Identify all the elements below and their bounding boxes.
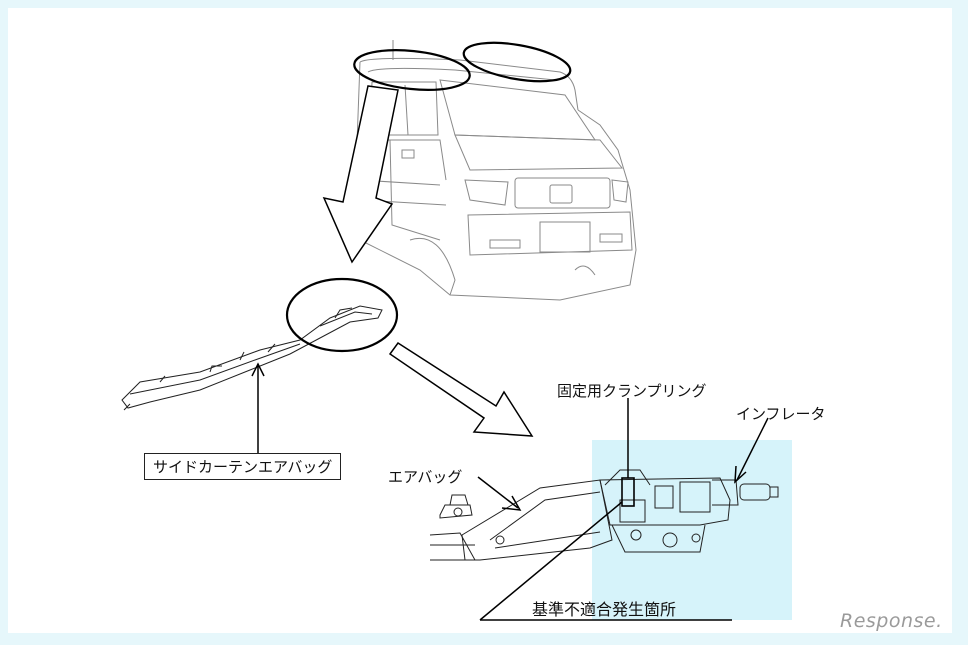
response-watermark: Response. (840, 610, 943, 632)
inflator-leader (736, 417, 769, 481)
roof-ellipse-left (353, 49, 471, 91)
curtain-airbag-illustration (121, 305, 383, 411)
airbag-ellipse (285, 277, 399, 353)
arrow-airbag-to-detail (388, 341, 534, 437)
inflator-highlight (592, 440, 792, 620)
nonconformity-leader (479, 501, 623, 621)
detail-assembly (429, 469, 779, 561)
airbag-label: エアバッグ (388, 468, 463, 486)
van-illustration (355, 40, 637, 301)
inflator-label: インフレータ (736, 405, 826, 423)
diagram-frame (8, 8, 952, 633)
clamp-ring-label: 固定用クランプリング (557, 382, 707, 400)
airbag-leader (477, 476, 519, 509)
side-curtain-airbag-label: サイドカーテンエアバッグ (144, 453, 342, 480)
roof-ellipse-right (462, 41, 572, 83)
arrow-van-to-airbag (322, 85, 399, 264)
nonconformity-label: 基準不適合発生箇所 (532, 600, 677, 619)
